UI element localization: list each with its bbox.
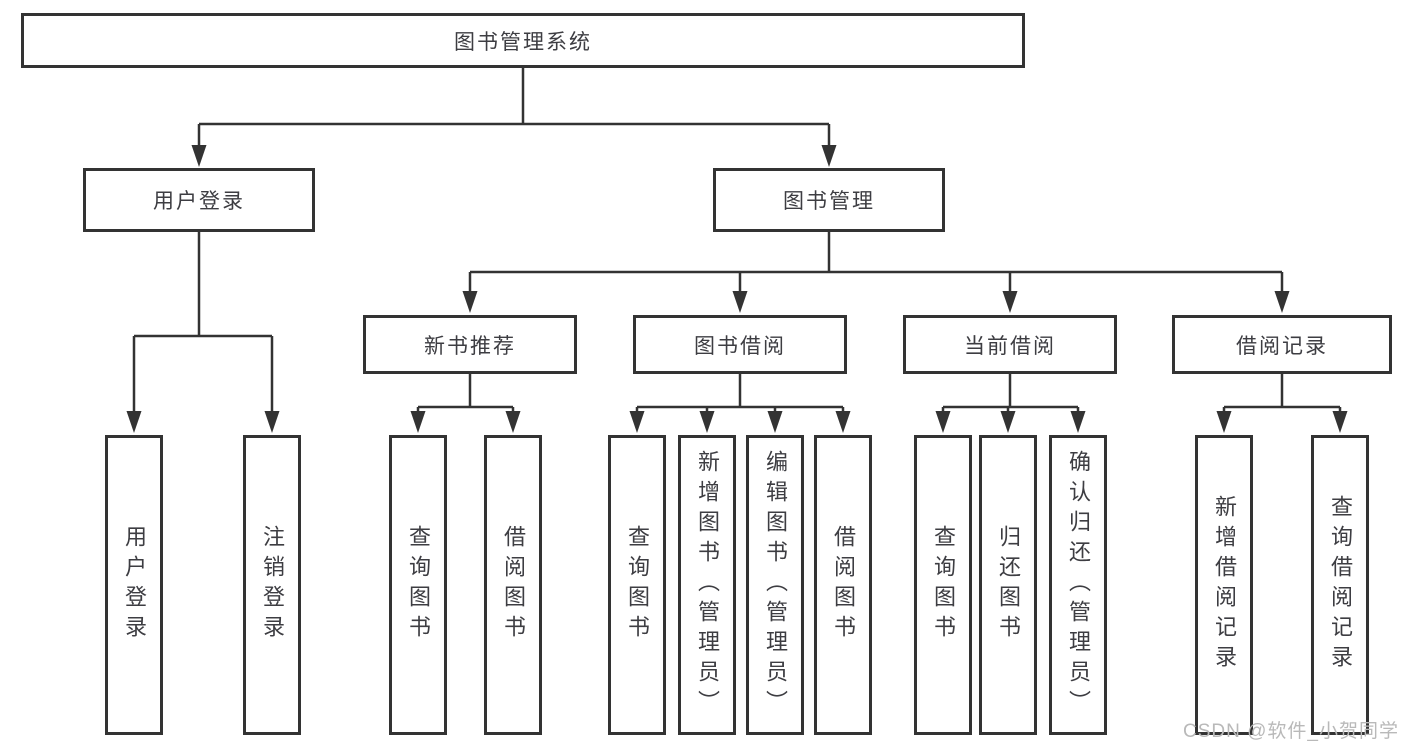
- node-logout: 注销登录: [243, 435, 301, 735]
- node-query-book-current: 查询图书: [914, 435, 972, 735]
- node-label: 图书管理: [783, 190, 875, 213]
- node-confirm-return-admin: 确认归还（管理员）: [1049, 435, 1107, 735]
- node-query-book-borrow: 查询图书: [608, 435, 666, 735]
- node-label: 查询借阅记录: [1328, 495, 1353, 675]
- node-user-login-leaf: 用户登录: [105, 435, 163, 735]
- node-label: 注销登录: [260, 525, 285, 645]
- node-add-borrow-record: 新增借阅记录: [1195, 435, 1253, 735]
- node-book-borrow: 图书借阅: [633, 315, 847, 374]
- node-system-root: 图书管理系统: [21, 13, 1025, 68]
- node-label: 图书管理系统: [454, 30, 592, 54]
- node-book-management: 图书管理: [713, 168, 945, 232]
- node-new-book-recommend: 新书推荐: [363, 315, 577, 374]
- node-label: 借阅图书: [831, 525, 856, 645]
- node-label: 确认归还（管理员）: [1066, 450, 1091, 720]
- node-user-login: 用户登录: [83, 168, 315, 232]
- node-return-book: 归还图书: [979, 435, 1037, 735]
- node-label: 查询图书: [931, 525, 956, 645]
- node-borrow-record: 借阅记录: [1172, 315, 1392, 374]
- node-borrow-book: 借阅图书: [814, 435, 872, 735]
- node-label: 用户登录: [153, 190, 245, 213]
- node-label: 用户登录: [122, 525, 147, 645]
- node-label: 借阅图书: [501, 525, 526, 645]
- csdn-watermark: CSDN @软件_小贺同学: [1183, 721, 1399, 742]
- node-query-book-recommend: 查询图书: [389, 435, 447, 735]
- node-label: 图书借阅: [694, 334, 786, 358]
- node-label: 编辑图书（管理员）: [763, 450, 788, 720]
- node-label: 新增借阅记录: [1212, 495, 1237, 675]
- node-borrow-book-recommend: 借阅图书: [484, 435, 542, 735]
- node-label: 查询图书: [406, 525, 431, 645]
- node-label: 新书推荐: [424, 334, 516, 358]
- node-label: 归还图书: [996, 525, 1021, 645]
- node-label: 查询图书: [625, 525, 650, 645]
- node-label: 当前借阅: [964, 334, 1056, 358]
- node-add-book-admin: 新增图书（管理员）: [678, 435, 736, 735]
- node-label: 新增图书（管理员）: [695, 450, 720, 720]
- node-label: 借阅记录: [1236, 334, 1328, 358]
- node-current-borrow: 当前借阅: [903, 315, 1117, 374]
- node-query-borrow-record: 查询借阅记录: [1311, 435, 1369, 735]
- node-edit-book-admin: 编辑图书（管理员）: [746, 435, 804, 735]
